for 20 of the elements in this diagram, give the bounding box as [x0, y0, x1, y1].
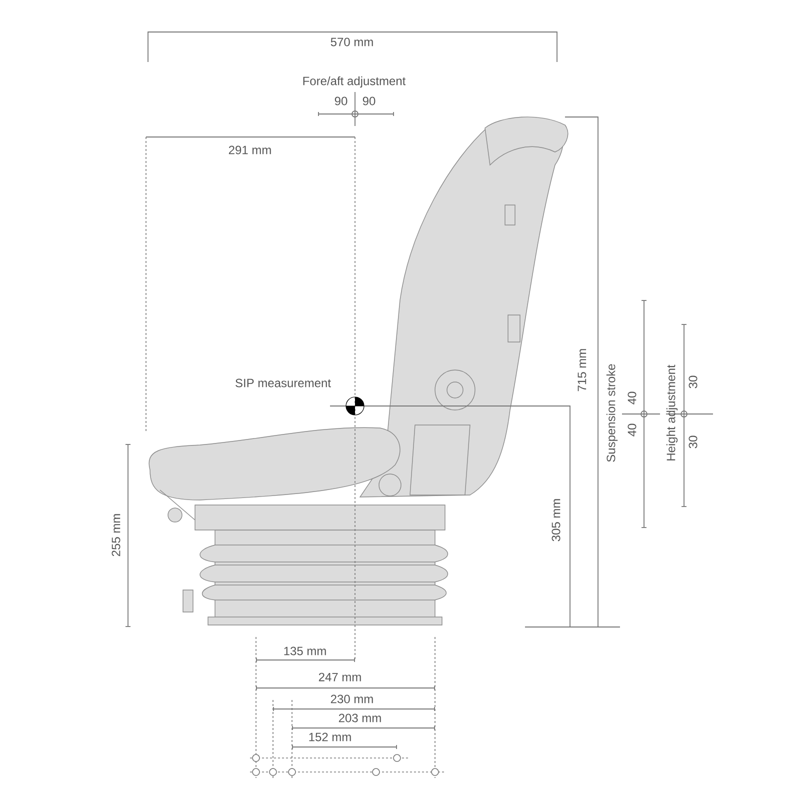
dimension-label: 305 mm [552, 499, 560, 542]
dimension-label: 40 [628, 392, 636, 404]
caption-text: SIP measurement [236, 378, 331, 388]
dimension-label: 30 [688, 436, 698, 448]
dimension-label: 40 [628, 424, 636, 436]
dimension-label: 570 mm [330, 38, 373, 46]
dimension-label: 135 mm [284, 646, 326, 656]
caption-text: Suspension stroke [606, 364, 618, 462]
dimension-label: 255 mm [112, 514, 120, 556]
dimension-label: 203 mm [338, 714, 381, 722]
dimension-label: 152 mm [309, 732, 351, 742]
caption-text: Fore/aft adjustment [303, 76, 406, 88]
dimension-label: 90 [362, 96, 376, 106]
dimension-label: 247 mm [318, 672, 361, 682]
caption-text: Height adjustment [666, 364, 678, 460]
dimension-label: 715 mm [578, 349, 586, 392]
dimension-label: 230 mm [330, 694, 373, 704]
dimension-label: 291 mm [228, 146, 271, 154]
dimension-label: 30 [688, 376, 698, 388]
dimension-label: 90 [334, 96, 348, 106]
